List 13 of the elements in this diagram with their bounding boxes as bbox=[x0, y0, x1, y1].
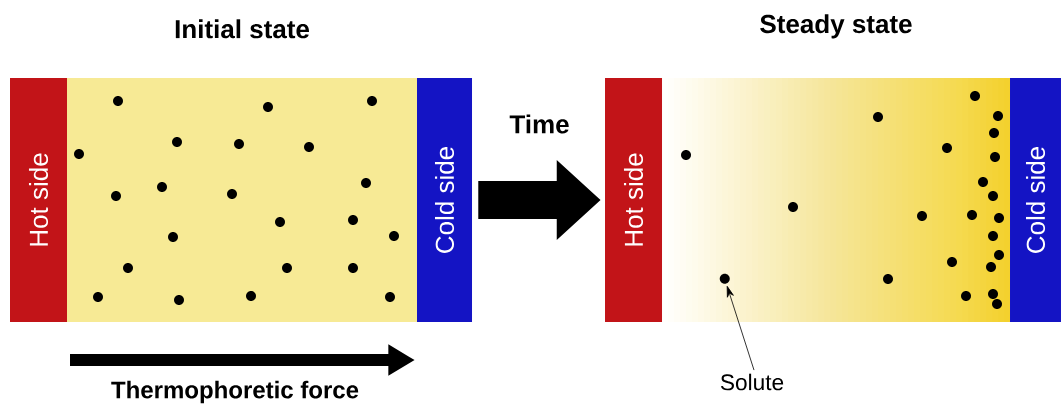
cold-side-wall: Cold side bbox=[1010, 78, 1061, 322]
caption-text: Thermophoretic force bbox=[111, 380, 359, 404]
chamber: Initial state bbox=[67, 19, 417, 322]
cold-side-wall: Cold side bbox=[417, 78, 472, 322]
hot-side-wall: Hot side bbox=[605, 78, 662, 322]
solute-particle bbox=[719, 273, 730, 284]
chamber: Steady state bbox=[662, 14, 1010, 322]
callout-text: Solute bbox=[720, 373, 784, 391]
edge-label: Time bbox=[509, 114, 569, 134]
leader-line bbox=[726, 285, 755, 371]
node-label: Steady state bbox=[760, 14, 912, 39]
hot-side-wall: Hot side bbox=[10, 78, 67, 322]
node-label: Initial state bbox=[175, 19, 309, 39]
